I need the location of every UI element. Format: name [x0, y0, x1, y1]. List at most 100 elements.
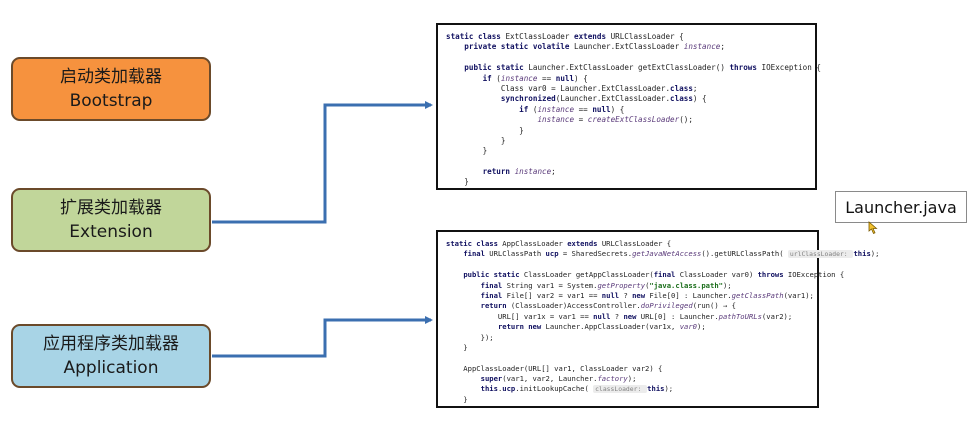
ext-classloader-code-panel: static class ExtClassLoader extends URLC…: [436, 23, 821, 190]
code-token: static class: [446, 32, 506, 41]
code-line: }: [446, 126, 815, 136]
code-token: [446, 301, 481, 310]
code-token: Class var0 = Launcher.ExtClassLoader.: [446, 83, 671, 93]
code-token: [446, 167, 483, 176]
code-token: extends: [567, 239, 602, 248]
code-token: factory: [597, 374, 628, 384]
code-token: ==: [542, 73, 556, 83]
code-token: (Launcher.ExtClassLoader.: [555, 94, 671, 104]
code-token: ucp: [502, 384, 516, 394]
code-token: [446, 322, 498, 331]
code-line: }: [446, 136, 815, 146]
code-line: private static volatile Launcher.ExtClas…: [446, 42, 815, 52]
code-line: synchronized(Launcher.ExtClassLoader.cla…: [446, 94, 815, 104]
code-token: urlClassLoader:: [787, 250, 854, 259]
code-line: return new Launcher.AppClassLoader(var1x…: [446, 322, 817, 332]
code-line: final File[] var2 = var1 == null ? new F…: [446, 291, 817, 301]
code-token: new: [623, 311, 641, 321]
code-token: .initLookupCache(: [515, 384, 594, 394]
application-to-app-code-arrow: [212, 316, 433, 358]
code-line: Class var0 = Launcher.ExtClassLoader.cla…: [446, 84, 815, 94]
code-token: URLClassLoader {: [601, 239, 672, 248]
code-line: [446, 260, 817, 270]
code-token: );: [722, 280, 732, 290]
code-token: synchronized: [500, 94, 556, 104]
code-token: Launcher.ExtClassLoader getExtClassLoade…: [528, 63, 730, 73]
code-token: ;: [551, 167, 556, 177]
code-token: [446, 270, 463, 279]
code-line: [446, 157, 815, 167]
code-line: this.ucp.initLookupCache( classLoader: t…: [446, 384, 817, 394]
code-token: (: [645, 280, 650, 290]
code-token: );: [870, 249, 880, 259]
code-token: }: [446, 125, 524, 135]
code-token: );: [627, 374, 637, 384]
code-token: Launcher.ExtClassLoader: [574, 42, 684, 52]
code-token: final: [463, 249, 490, 259]
code-token: getClassPath: [731, 290, 784, 300]
code-token: instance: [537, 115, 579, 125]
code-token: return: [482, 167, 515, 177]
code-line: }: [446, 177, 815, 187]
code-token: [446, 42, 464, 51]
code-token: ) {: [574, 73, 588, 83]
code-token: getJavaNetAccess: [632, 249, 702, 259]
code-token: URLClassLoader {: [610, 32, 684, 41]
code-token: IOException {: [787, 270, 845, 280]
extension-loader-box: 扩展类加载器 Extension: [11, 188, 211, 252]
application-loader-en-label: Application: [63, 358, 159, 378]
code-token: [446, 105, 519, 114]
code-token: (var2);: [761, 311, 793, 321]
code-token: return new: [497, 322, 546, 332]
code-line: });: [446, 333, 817, 343]
code-token: ;: [692, 83, 698, 93]
code-token: ExtClassLoader: [505, 32, 575, 41]
code-token: if: [482, 73, 497, 83]
code-token: }: [446, 394, 468, 404]
application-loader-box: 应用程序类加载器 Application: [11, 324, 211, 388]
code-token: ClassLoader var0): [679, 270, 758, 280]
code-token: doPrivileged: [640, 301, 693, 311]
code-token: AppClassLoader(URL[] var1, ClassLoader v…: [446, 363, 663, 373]
bootstrap-loader-cn-label: 启动类加载器: [60, 67, 162, 87]
code-line: static class AppClassLoader extends URLC…: [446, 239, 817, 249]
code-token: final: [480, 280, 507, 290]
extension-to-ext-code-arrow: [212, 101, 433, 224]
code-token: = SharedSecrets.: [562, 249, 633, 259]
code-token: extends: [574, 32, 611, 41]
code-token: URLClassPath: [489, 249, 546, 259]
code-token: Launcher.AppClassLoader(var1x,: [545, 322, 680, 332]
code-line: final URLClassPath ucp = SharedSecrets.g…: [446, 249, 879, 259]
code-token: [446, 291, 481, 300]
code-token: [446, 94, 501, 103]
code-token: (ClassLoader)AccessController.: [510, 301, 641, 311]
code-token: URL[0] : Launcher.: [640, 311, 719, 321]
code-token: URL[] var1x = var1 ==: [446, 311, 594, 321]
code-token: String var1 = System.: [506, 280, 598, 290]
code-token: pathToURLs: [718, 311, 762, 321]
code-token: (var1);: [783, 290, 814, 300]
code-token: [446, 249, 463, 258]
code-token: ucp: [545, 249, 563, 259]
bootstrap-loader-box: 启动类加载器 Bootstrap: [11, 57, 211, 121]
code-token: null: [555, 73, 575, 83]
code-line: AppClassLoader(URL[] var1, ClassLoader v…: [446, 364, 817, 374]
code-token: ClassLoader getAppClassLoader(: [523, 270, 654, 280]
code-line: public static Launcher.ExtClassLoader ge…: [446, 63, 821, 73]
code-token: classLoader:: [593, 385, 648, 394]
code-token: final: [480, 290, 507, 300]
code-line: [446, 353, 817, 363]
code-token: =: [578, 115, 588, 125]
code-line: [446, 53, 815, 63]
code-token: public static: [463, 270, 524, 280]
code-token: private static volatile: [464, 42, 575, 52]
code-line: }: [446, 395, 817, 405]
code-line: }: [446, 146, 815, 156]
code-line: URL[] var1x = var1 == null ? new URL[0] …: [446, 312, 817, 322]
code-token: null: [592, 104, 611, 114]
code-token: class: [670, 83, 693, 93]
code-token: [446, 384, 481, 393]
code-line: if (instance == null) {: [446, 105, 815, 115]
code-token: }: [446, 342, 468, 352]
